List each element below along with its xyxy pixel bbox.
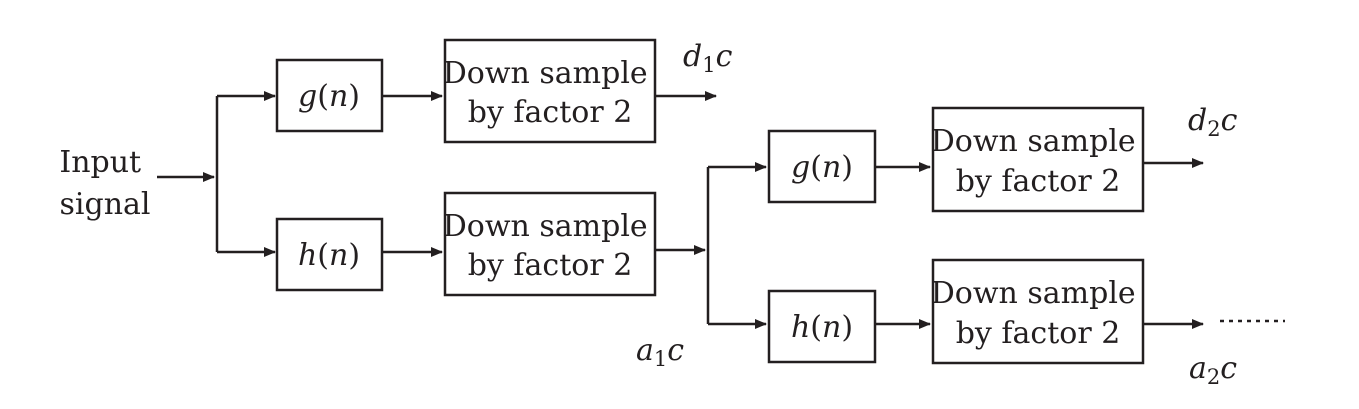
input-label-line1: Input xyxy=(59,145,141,180)
svg-text:Down sample by factor 2: Down sample by factor 2 xyxy=(931,276,1145,351)
svg-text:g(n): g(n) xyxy=(298,79,360,114)
svg-text:h(n): h(n) xyxy=(791,310,853,345)
h-filter-block-1: h(n) xyxy=(275,217,384,292)
g1-arg: n xyxy=(329,79,348,114)
g-filter-block-2: g(n) xyxy=(767,129,877,204)
svg-text:Down sample by factor 2: Down sample by factor 2 xyxy=(443,209,657,283)
a2c-output-label: a2c xyxy=(1189,351,1237,389)
h2-arg: n xyxy=(822,310,841,345)
svg-text:h(n): h(n) xyxy=(298,238,360,273)
input-label: Input signal xyxy=(59,145,150,222)
d2c-output-label: d2c xyxy=(1188,103,1238,141)
g-filter-block-1: g(n) xyxy=(275,58,384,133)
downsample-block-1-top: Down sample by factor 2 xyxy=(443,38,657,144)
h2-func: h xyxy=(791,310,810,345)
h-filter-block-2: h(n) xyxy=(767,289,877,364)
g2-arg: n xyxy=(822,150,841,185)
a1c-output-label: a1c xyxy=(636,333,684,371)
h1-func: h xyxy=(298,238,317,273)
svg-text:Down sample by factor 2: Down sample by factor 2 xyxy=(931,124,1145,199)
downsample-block-1-bottom: Down sample by factor 2 xyxy=(443,191,657,297)
downsample-block-2-bottom: Down sample by factor 2 xyxy=(931,258,1145,365)
downsample-block-2-top: Down sample by factor 2 xyxy=(931,106,1145,213)
d1c-output-label: d1c xyxy=(683,39,733,77)
input-label-line2: signal xyxy=(60,187,151,222)
g2-func: g xyxy=(791,150,810,185)
svg-text:g(n): g(n) xyxy=(791,150,853,185)
h1-arg: n xyxy=(329,238,348,273)
g1-func: g xyxy=(298,79,317,114)
svg-text:Down sample by factor 2: Down sample by factor 2 xyxy=(443,56,657,130)
